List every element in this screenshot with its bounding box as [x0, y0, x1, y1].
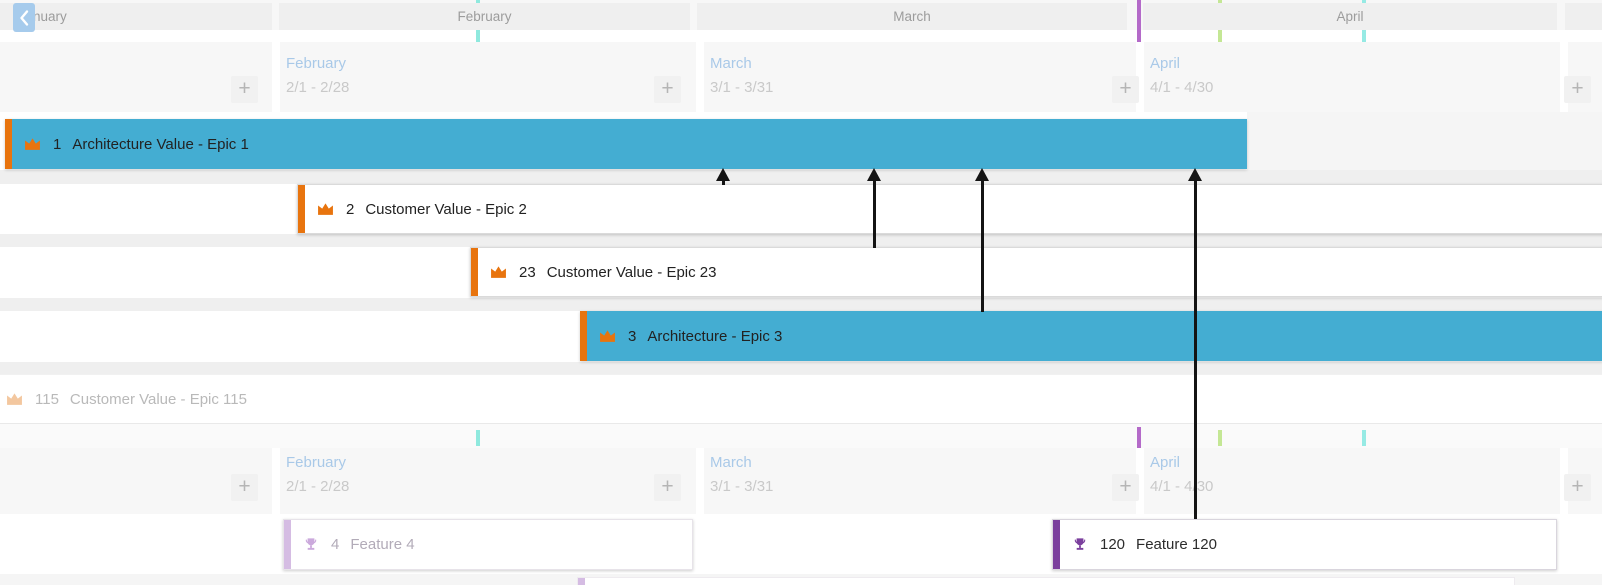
card-title: Architecture Value - Epic 1 — [72, 135, 249, 153]
empty-area-right-of-epic1 — [1247, 112, 1602, 170]
minimap-month-label: nuary — [33, 9, 67, 24]
lane2-column-january — [0, 448, 272, 514]
crown-icon — [24, 137, 41, 151]
epic-card-3[interactable]: 3 Architecture - Epic 3 — [580, 311, 1602, 361]
dependency-line — [1193, 181, 1197, 519]
feature-card-4[interactable]: 4 Feature 4 — [283, 519, 693, 570]
crown-icon — [317, 202, 334, 216]
crown-icon — [599, 329, 616, 343]
dependency-arrowhead — [1188, 168, 1202, 181]
trophy-icon — [303, 537, 319, 553]
card-color-edge — [578, 578, 585, 585]
minimap-month-april: April — [1143, 3, 1557, 30]
add-item-button[interactable]: + — [1112, 474, 1139, 501]
crown-icon — [490, 265, 507, 279]
milestone-tick-purple — [1137, 427, 1141, 448]
column-date-range: 4/1 - 4/30 — [1150, 79, 1214, 96]
add-item-button[interactable]: + — [1564, 474, 1591, 501]
lane1-column-march — [704, 42, 1136, 112]
lane2-column-march — [704, 448, 1136, 514]
milestone-tick-aqua — [1362, 430, 1366, 446]
crown-icon — [6, 392, 23, 406]
lane1-column-february — [280, 42, 696, 112]
header-gap-strip — [0, 30, 1602, 42]
epic-card-115-unscheduled[interactable]: 115 Customer Value - Epic 115 — [0, 374, 1602, 424]
card-color-edge — [580, 311, 587, 361]
feature-card-partial[interactable] — [577, 577, 1515, 585]
dependency-arrowhead — [975, 168, 989, 181]
card-title: Customer Value - Epic 2 — [365, 200, 527, 218]
dependency-line — [872, 181, 876, 248]
card-title: Feature 120 — [1136, 536, 1217, 553]
column-date-range: 2/1 - 2/28 — [286, 478, 350, 495]
add-item-button[interactable]: + — [654, 474, 681, 501]
card-id: 23 — [519, 263, 536, 281]
row-gap — [0, 362, 1602, 374]
card-id: 3 — [628, 327, 637, 345]
lane1-column-january — [0, 42, 272, 112]
minimap-month-label: April — [1336, 9, 1364, 24]
add-item-button[interactable]: + — [654, 76, 681, 103]
card-id: 120 — [1100, 536, 1126, 553]
feature-card-120[interactable]: 120 Feature 120 — [1052, 519, 1557, 570]
dependency-arrowhead — [716, 168, 730, 181]
column-month-label: February — [286, 454, 347, 471]
card-color-edge — [298, 185, 305, 233]
row-gap — [0, 170, 1602, 184]
card-id: 115 — [35, 390, 59, 408]
dependency-arrowhead — [867, 168, 881, 181]
epic-card-1[interactable]: 1 Architecture Value - Epic 1 — [5, 119, 1247, 169]
lane1-column-april — [1144, 42, 1560, 112]
add-item-button[interactable]: + — [1112, 76, 1139, 103]
minimap-month-label: February — [457, 9, 512, 24]
minimap-month-march: March — [697, 3, 1127, 30]
add-item-button[interactable]: + — [1564, 76, 1591, 103]
card-title: Customer Value - Epic 23 — [546, 263, 717, 281]
minimap-month-january: nuary — [0, 3, 272, 30]
add-item-button[interactable]: + — [231, 474, 258, 501]
column-month-label: March — [710, 55, 752, 72]
chevron-left-icon — [17, 7, 32, 29]
epic-card-23[interactable]: 23 Customer Value - Epic 23 — [470, 247, 1602, 297]
card-color-edge — [471, 248, 478, 296]
column-date-range: 4/1 - 4/30 — [1150, 478, 1214, 495]
row-gap — [0, 298, 1602, 311]
card-id: 2 — [346, 200, 355, 218]
add-item-button[interactable]: + — [231, 76, 258, 103]
column-month-label: April — [1150, 55, 1181, 72]
lane2-column-april — [1144, 448, 1560, 514]
column-date-range: 3/1 - 3/31 — [710, 79, 774, 96]
card-color-edge — [1053, 520, 1060, 569]
milestone-tick-cyan — [476, 430, 480, 446]
card-id: 1 — [53, 135, 62, 153]
card-color-edge — [5, 119, 12, 169]
minimap-month-label: March — [893, 9, 931, 24]
column-month-label: March — [710, 454, 752, 471]
card-color-edge — [284, 520, 291, 569]
card-title: Feature 4 — [350, 536, 415, 553]
dependency-line — [980, 181, 984, 312]
dependency-line — [721, 181, 725, 185]
card-title: Architecture - Epic 3 — [647, 327, 783, 345]
minimap-month-february: February — [279, 3, 690, 30]
trophy-icon — [1072, 537, 1088, 553]
card-id: 4 — [331, 536, 340, 553]
column-month-label: February — [286, 55, 347, 72]
card-title: Customer Value - Epic 115 — [69, 390, 247, 408]
lane-separator — [0, 424, 1602, 448]
column-date-range: 2/1 - 2/28 — [286, 79, 350, 96]
lane2-column-february — [280, 448, 696, 514]
row-gap — [0, 234, 1602, 247]
column-month-label: April — [1150, 454, 1181, 471]
epic-card-2[interactable]: 2 Customer Value - Epic 2 — [297, 184, 1602, 234]
column-date-range: 3/1 - 3/31 — [710, 478, 774, 495]
minimap-month-next — [1565, 3, 1602, 30]
milestone-tick-purple — [1137, 0, 1141, 42]
milestone-tick-green — [1218, 430, 1222, 446]
scroll-left-button[interactable] — [13, 3, 35, 32]
